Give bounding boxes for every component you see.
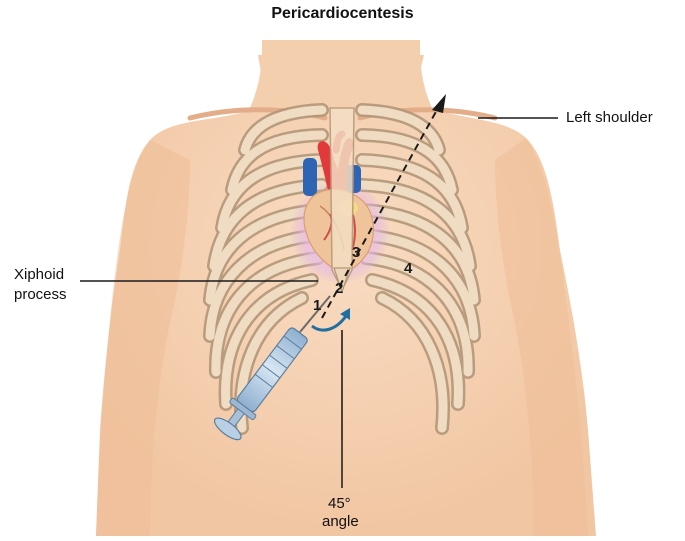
angle-label-line2: angle — [322, 513, 359, 530]
sternum — [329, 107, 355, 292]
marker-1: 1 — [313, 297, 322, 314]
angle-arrowhead — [340, 308, 350, 320]
right-arm-shade — [96, 140, 190, 536]
torso — [96, 55, 596, 536]
trajectory-arrowhead — [432, 94, 446, 113]
marker-3: 3 — [352, 244, 361, 261]
vena-cava — [303, 158, 317, 196]
diagram-title: Pericardiocentesis — [271, 5, 414, 22]
syringe — [213, 327, 308, 441]
angle-label-line1: 45° — [328, 495, 351, 512]
left-shoulder-label: Left shoulder — [566, 109, 653, 126]
marker-4: 4 — [404, 260, 413, 277]
needle-trajectory — [321, 107, 439, 319]
marker-2: 2 — [335, 280, 344, 297]
neck — [250, 40, 432, 108]
xiphoid-label-line1: Xiphoid — [14, 266, 65, 283]
xiphoid-label-line2: process — [14, 286, 67, 303]
angle-arc-arrow — [311, 315, 348, 332]
needle — [299, 295, 331, 333]
left-arm-shade — [495, 138, 588, 536]
